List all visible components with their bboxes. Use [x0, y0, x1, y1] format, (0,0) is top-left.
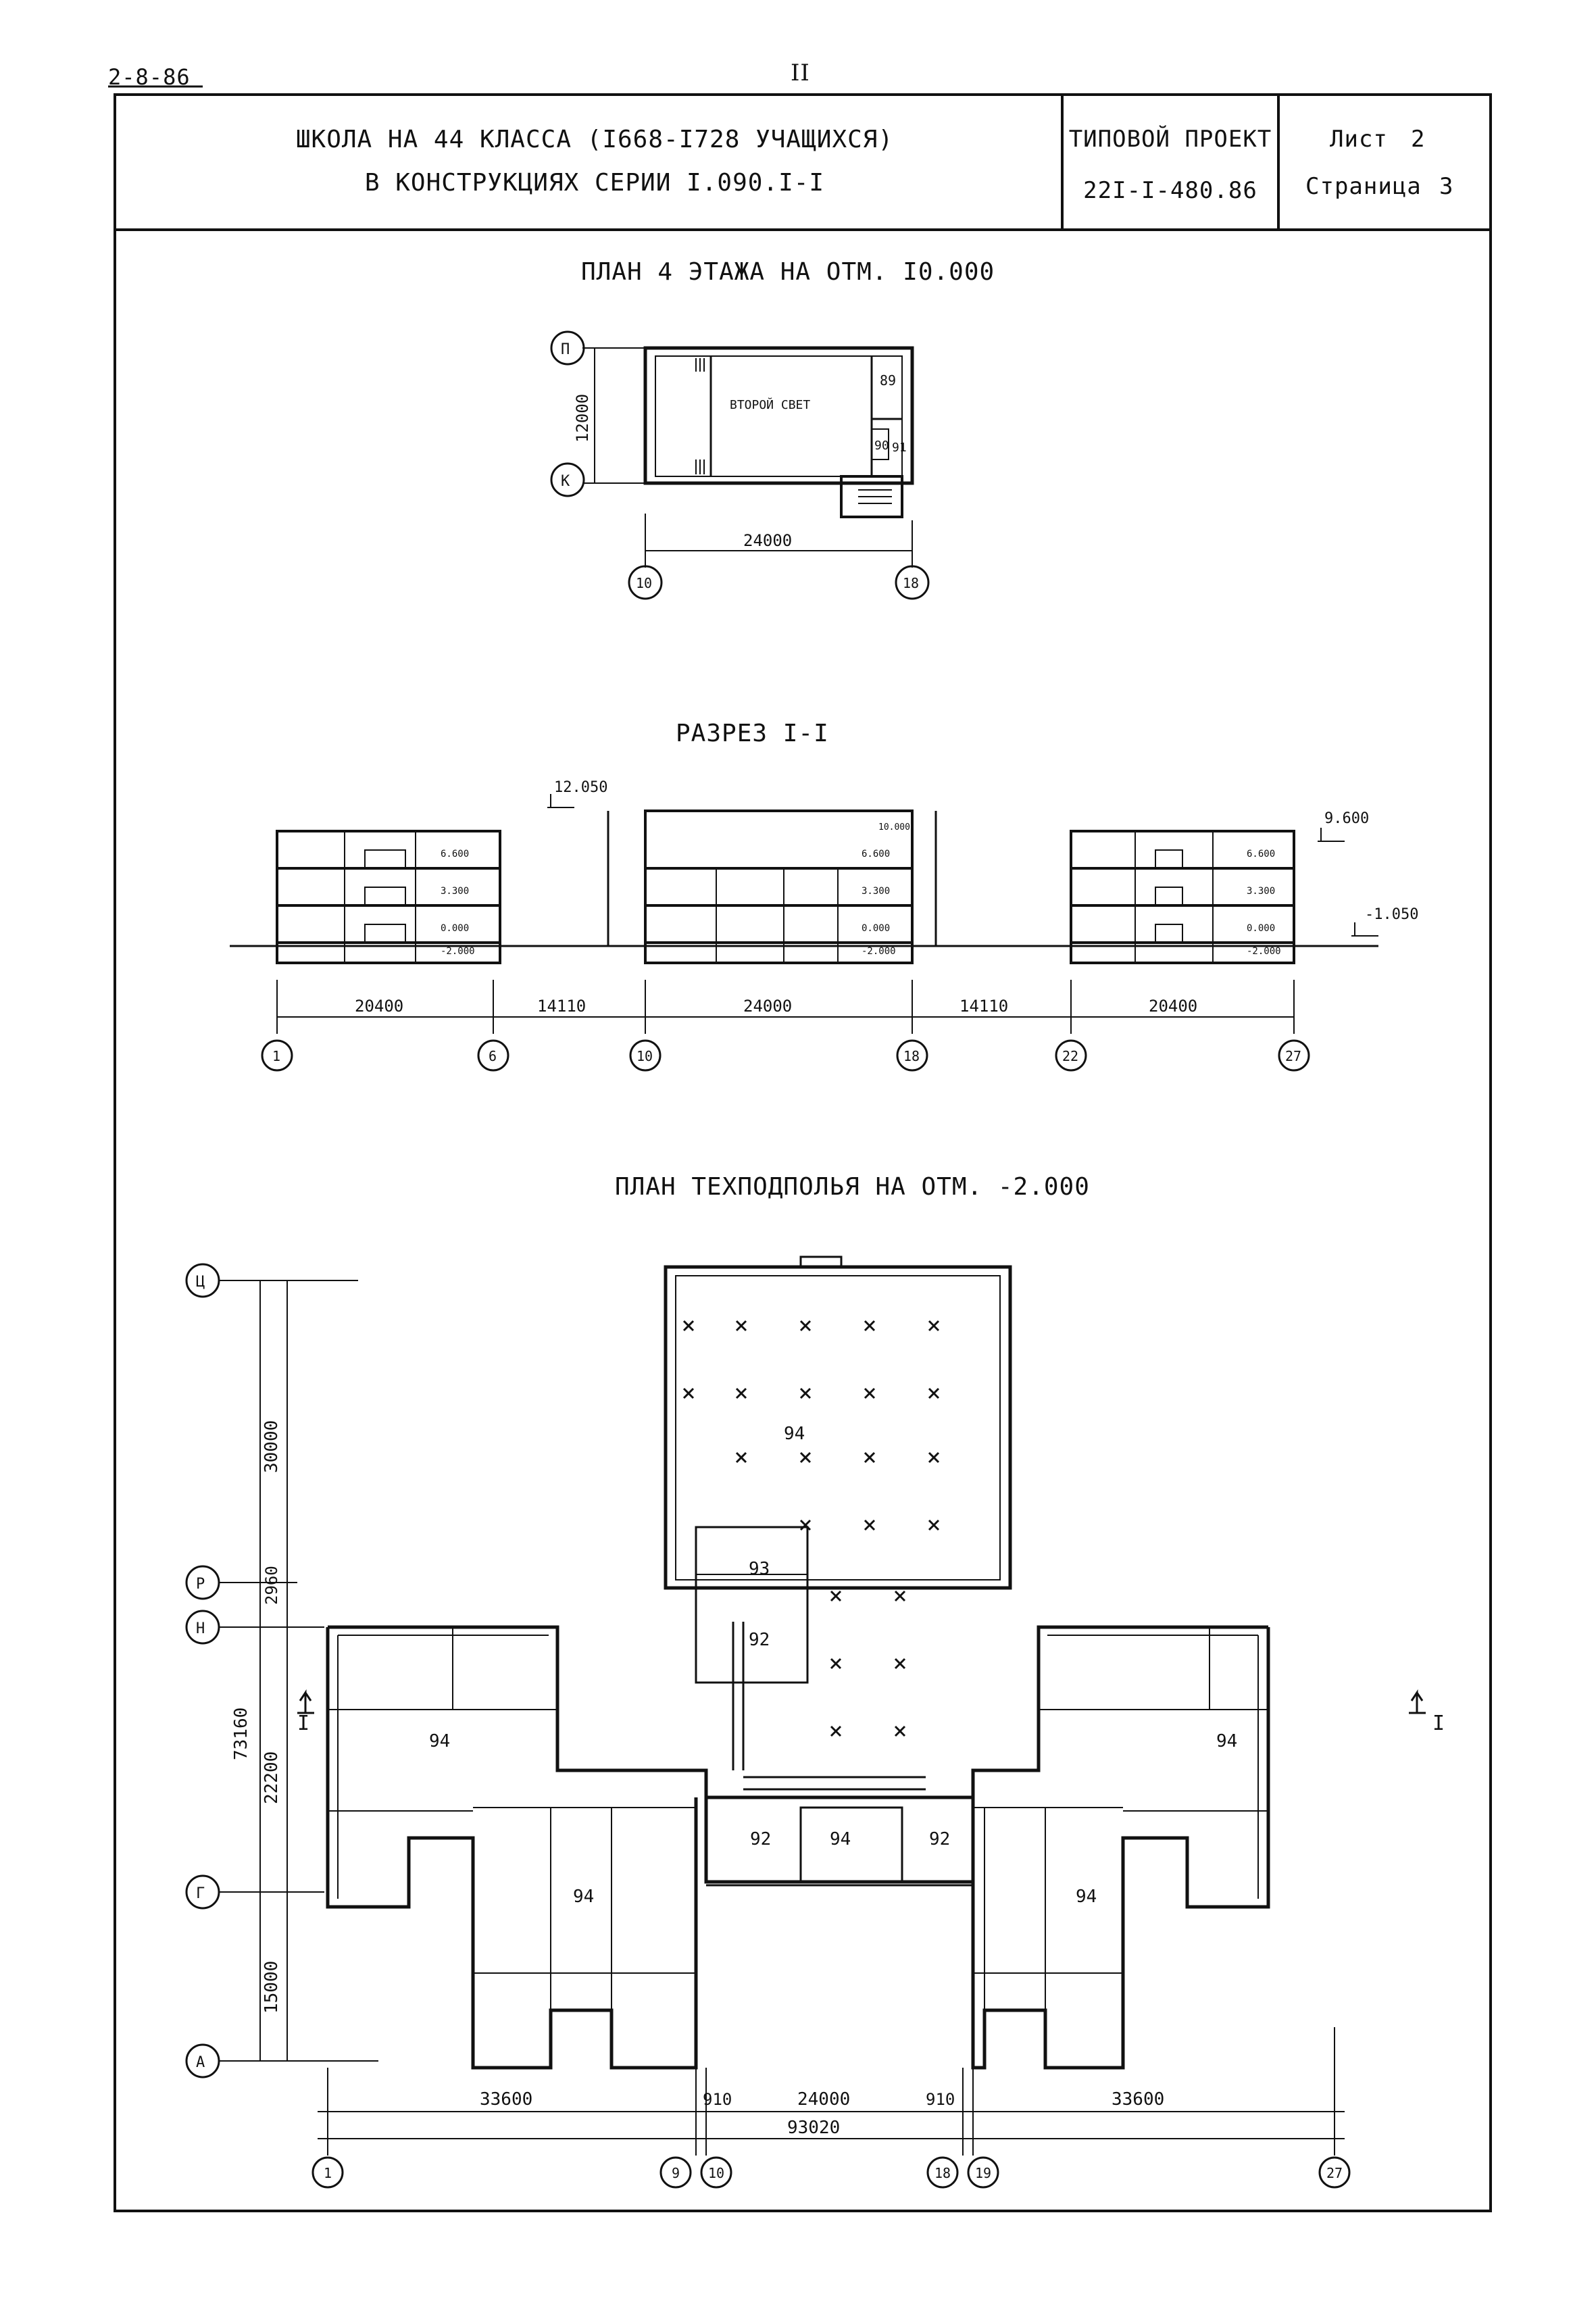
section-mark-right: I — [1432, 1712, 1445, 1735]
title-line2: В КОНСТРУКЦИЯХ СЕРИИ I.090.I-I — [364, 169, 825, 197]
level-mid-0: 10.000 — [878, 822, 910, 832]
section-elev-ground: -1.050 — [1365, 906, 1418, 923]
basement-room-94-left-upper: 94 — [429, 1731, 450, 1751]
section-axis-18: 18 — [903, 1048, 920, 1064]
section-title: РАЗРЕЗ I-I — [676, 720, 829, 747]
basement-axis-a: А — [196, 2054, 205, 2071]
plan4-axis-10: 10 — [636, 575, 652, 591]
basement-room-94-left-lower: 94 — [573, 1887, 594, 1907]
basement-dim-h-33600-right: 33600 — [1112, 2089, 1164, 2110]
page-label: Страница — [1305, 173, 1422, 200]
sheet-label: Лист — [1330, 126, 1388, 153]
level-mid-3: 0.000 — [862, 923, 890, 934]
basement-axis-9: 9 — [672, 2165, 680, 2181]
basement-dim-h-910-right: 910 — [926, 2090, 955, 2109]
level-left-1: 3.300 — [441, 886, 469, 897]
section-dim-3: 14110 — [959, 997, 1008, 1016]
plan4-room-91: 91 — [892, 441, 907, 455]
level-right-3: -2.000 — [1247, 946, 1281, 957]
basement-axis-n: Н — [196, 1620, 205, 1637]
section-axis-27: 27 — [1285, 1048, 1301, 1064]
title-line1: ШКОЛА НА 44 КЛАССА (I668-I728 УЧАЩИХСЯ) — [295, 126, 894, 153]
sheet-value: 2 — [1411, 126, 1426, 153]
page-value: 3 — [1439, 173, 1454, 200]
basement-room-94-right-upper: 94 — [1216, 1731, 1237, 1751]
section-axis-6: 6 — [489, 1048, 497, 1064]
basement-axis-1: 1 — [324, 2165, 332, 2181]
basement-dim-v-15000: 15000 — [261, 1961, 282, 2014]
basement-axis-10: 10 — [708, 2165, 724, 2181]
section-axis-22: 22 — [1062, 1048, 1078, 1064]
basement-room-92-right: 92 — [929, 1829, 950, 1849]
level-mid-1: 6.600 — [862, 849, 890, 860]
plan4-dim-vertical: 12000 — [573, 394, 592, 443]
plan4-axis-p: П — [561, 341, 570, 358]
basement-room-94-right-lower: 94 — [1076, 1887, 1097, 1907]
basement-dim-v-22200: 22200 — [261, 1751, 282, 1804]
section-dim-1: 14110 — [537, 997, 586, 1016]
basement-axis-g: Г — [196, 1885, 205, 1902]
level-left-0: 6.600 — [441, 849, 469, 860]
basement-room-92-upper: 92 — [749, 1630, 770, 1650]
plan4-dim-horizontal: 24000 — [743, 531, 792, 550]
level-left-2: 0.000 — [441, 923, 469, 934]
plan4-room-89: 89 — [880, 372, 896, 389]
basement-dim-v-30000: 30000 — [261, 1420, 282, 1473]
basement-dim-h-910-left: 910 — [703, 2090, 732, 2109]
section-dim-2: 24000 — [743, 997, 792, 1016]
section-axis-10: 10 — [637, 1048, 653, 1064]
basement-room-93: 93 — [749, 1559, 770, 1579]
basement-dim-h-33600-left: 33600 — [480, 2089, 532, 2110]
page-number: II — [791, 59, 810, 86]
level-right-0: 6.600 — [1247, 849, 1275, 860]
plan4-axis-18: 18 — [903, 575, 919, 591]
basement-axis-27: 27 — [1326, 2165, 1343, 2181]
basement-dim-total: 93020 — [787, 2118, 840, 2138]
basement-axis-19: 19 — [975, 2165, 991, 2181]
basement-axis-r: Р — [196, 1576, 205, 1593]
section-axis-1: 1 — [272, 1048, 280, 1064]
project-type: ТИПОВОЙ ПРОЕКТ — [1068, 126, 1272, 153]
level-right-1: 3.300 — [1247, 886, 1275, 897]
basement-axis-ts: Ц — [196, 1274, 205, 1291]
section-elev-top: 12.050 — [554, 779, 607, 796]
section-elev-right: 9.600 — [1324, 810, 1369, 827]
plan4-room-90: 90 — [874, 439, 889, 453]
plan4-room-label: ВТОРОЙ СВЕТ — [730, 397, 810, 412]
plan4-axis-k: К — [561, 473, 570, 490]
project-number: 22I-I-480.86 — [1083, 177, 1257, 204]
basement-title: ПЛАН ТЕХПОДПОЛЬЯ НА ОТМ. -2.000 — [615, 1173, 1090, 1201]
section-dim-0: 20400 — [355, 997, 403, 1016]
basement-room-94-hall: 94 — [784, 1424, 805, 1444]
basement-dim-v-2960: 2960 — [262, 1566, 281, 1605]
basement-room-92-left: 92 — [750, 1829, 771, 1849]
level-mid-4: -2.000 — [862, 946, 896, 957]
level-left-3: -2.000 — [441, 946, 475, 957]
section-mark-left: I — [297, 1712, 309, 1735]
level-right-2: 0.000 — [1247, 923, 1275, 934]
level-mid-2: 3.300 — [862, 886, 890, 897]
plan4-title: ПЛАН 4 ЭТАЖА НА ОТМ. I0.000 — [581, 258, 995, 286]
basement-dim-h-24000: 24000 — [797, 2089, 850, 2110]
section-dim-4: 20400 — [1149, 997, 1197, 1016]
basement-axis-18: 18 — [934, 2165, 951, 2181]
basement-dim-v-73160: 73160 — [231, 1708, 251, 1760]
basement-room-94-center: 94 — [830, 1829, 851, 1849]
